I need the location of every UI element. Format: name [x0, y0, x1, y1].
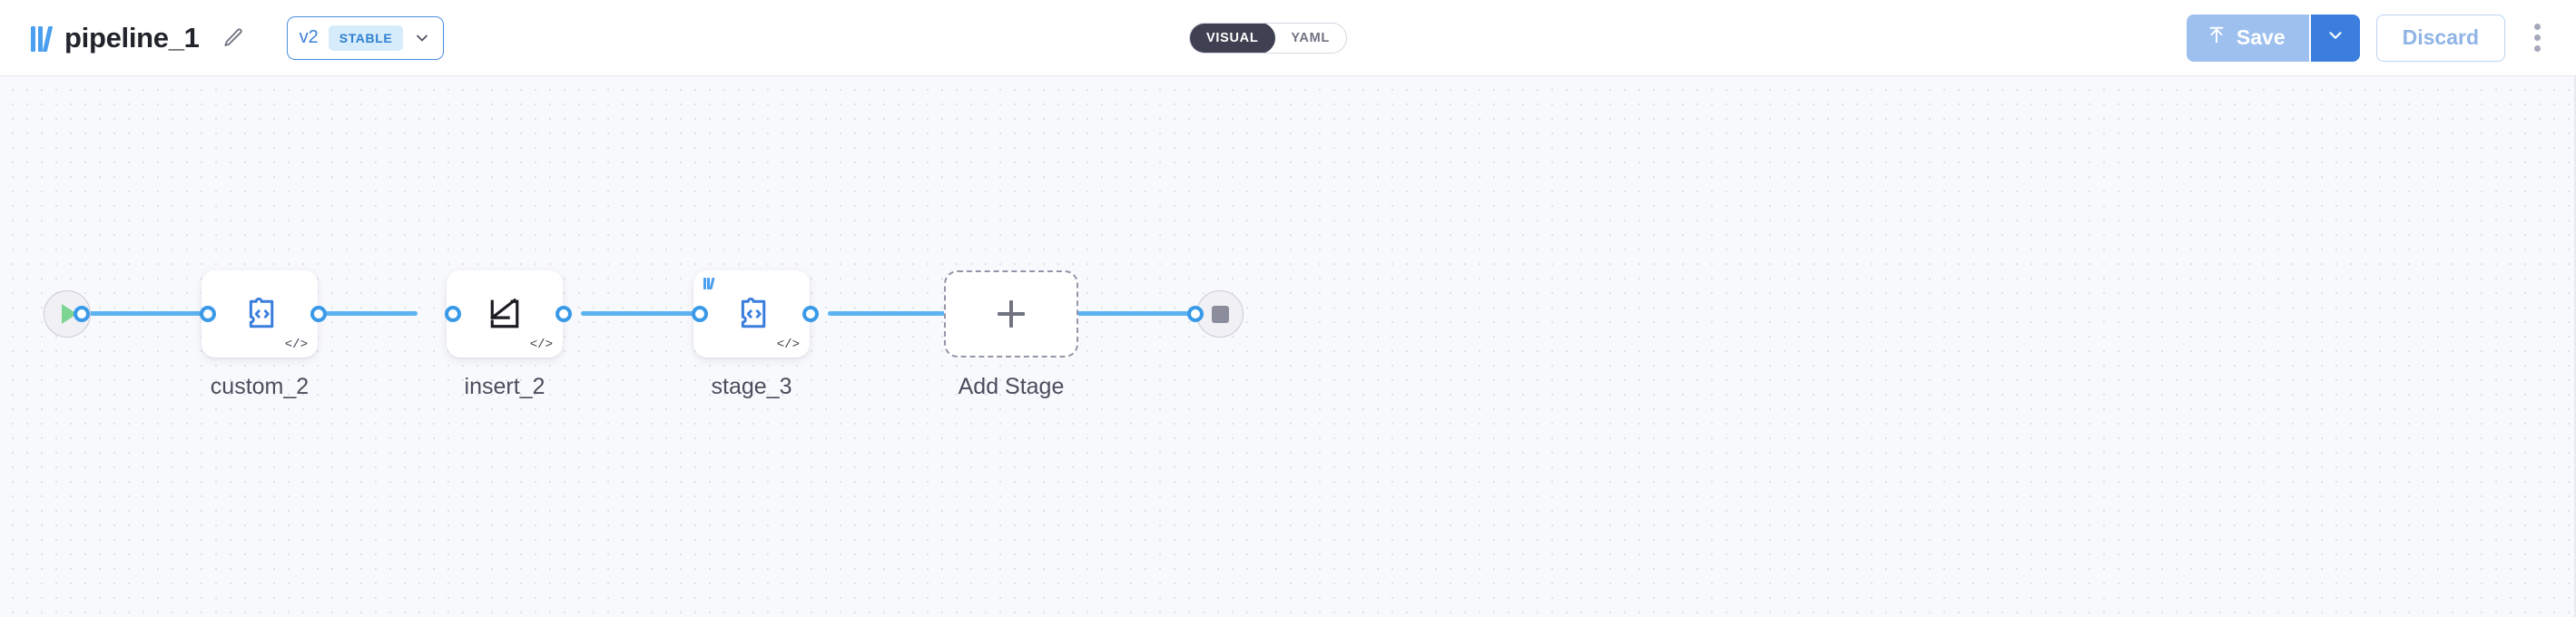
canvas-scrollbar[interactable] [2574, 76, 2576, 617]
view-mode-toggle[interactable]: VISUAL YAML [1189, 22, 1347, 54]
version-selector[interactable]: v2 STABLE [286, 15, 445, 60]
chevron-down-icon [413, 29, 431, 47]
port-start-out[interactable] [74, 306, 90, 322]
port-insert2-in[interactable] [445, 306, 461, 322]
code-badge: </> [284, 338, 308, 352]
code-badge: </> [776, 338, 800, 352]
play-icon [62, 304, 77, 324]
tab-visual[interactable]: VISUAL [1189, 23, 1276, 53]
port-end-in[interactable] [1187, 306, 1204, 322]
wire-stage3-to-addstage [828, 311, 955, 316]
page-title: pipeline_1 [64, 21, 200, 54]
stage-label-insert-2: insert_2 [464, 374, 546, 399]
stop-icon [1211, 305, 1229, 323]
port-stage3-out[interactable] [802, 306, 819, 322]
port-stage3-in[interactable] [692, 306, 708, 322]
wire-start-to-custom2 [80, 311, 207, 316]
pipeline-canvas[interactable]: </> custom_2 </> insert_2 </> [0, 76, 2576, 617]
wire-insert2-to-stage3 [581, 311, 708, 316]
pencil-icon[interactable] [220, 24, 247, 52]
puzzle-code-icon [741, 297, 766, 328]
port-custom2-in[interactable] [200, 306, 216, 322]
save-button-group: Save [2186, 14, 2360, 62]
save-button[interactable]: Save [2186, 14, 2311, 62]
version-status-badge: STABLE [328, 24, 404, 51]
header-left-group: pipeline_1 v2 STABLE [0, 15, 445, 60]
version-label: v2 [299, 27, 319, 47]
puzzle-code-icon [249, 297, 274, 328]
save-dropdown-button[interactable] [2310, 14, 2360, 62]
app-header: pipeline_1 v2 STABLE VISUAL YAML [0, 0, 2576, 76]
code-badge: </> [529, 338, 553, 352]
stage-node-custom-2[interactable]: </> [202, 270, 318, 357]
pipeline-bars-logo-icon [31, 24, 54, 52]
stage-node-stage-3[interactable]: </> [693, 270, 810, 357]
stage-label-custom-2: custom_2 [210, 374, 310, 399]
wire-addstage-to-end [1076, 311, 1212, 316]
end-node[interactable] [1196, 290, 1244, 338]
plus-icon [998, 300, 1025, 328]
header-actions: Save Discard [2186, 14, 2552, 62]
tab-yaml[interactable]: YAML [1291, 30, 1330, 45]
add-stage-button[interactable] [944, 270, 1078, 357]
upload-arrow-icon [2207, 25, 2227, 51]
stage-label-stage-3: stage_3 [711, 374, 792, 399]
discard-button[interactable]: Discard [2375, 14, 2505, 62]
stage-node-insert-2[interactable]: </> [447, 270, 563, 357]
add-stage-label: Add Stage [958, 374, 1065, 399]
save-button-label: Save [2236, 25, 2286, 49]
port-custom2-out[interactable] [310, 306, 327, 322]
port-insert2-out[interactable] [556, 306, 572, 322]
chevron-down-icon [2325, 25, 2345, 50]
kebab-menu-icon[interactable] [2522, 15, 2552, 62]
pipeline-flow: </> custom_2 </> insert_2 </> [0, 76, 2576, 617]
wire-custom2-to-insert2 [290, 311, 418, 316]
insert-arrow-icon [490, 298, 519, 328]
pipeline-bars-logo-icon [703, 278, 715, 289]
